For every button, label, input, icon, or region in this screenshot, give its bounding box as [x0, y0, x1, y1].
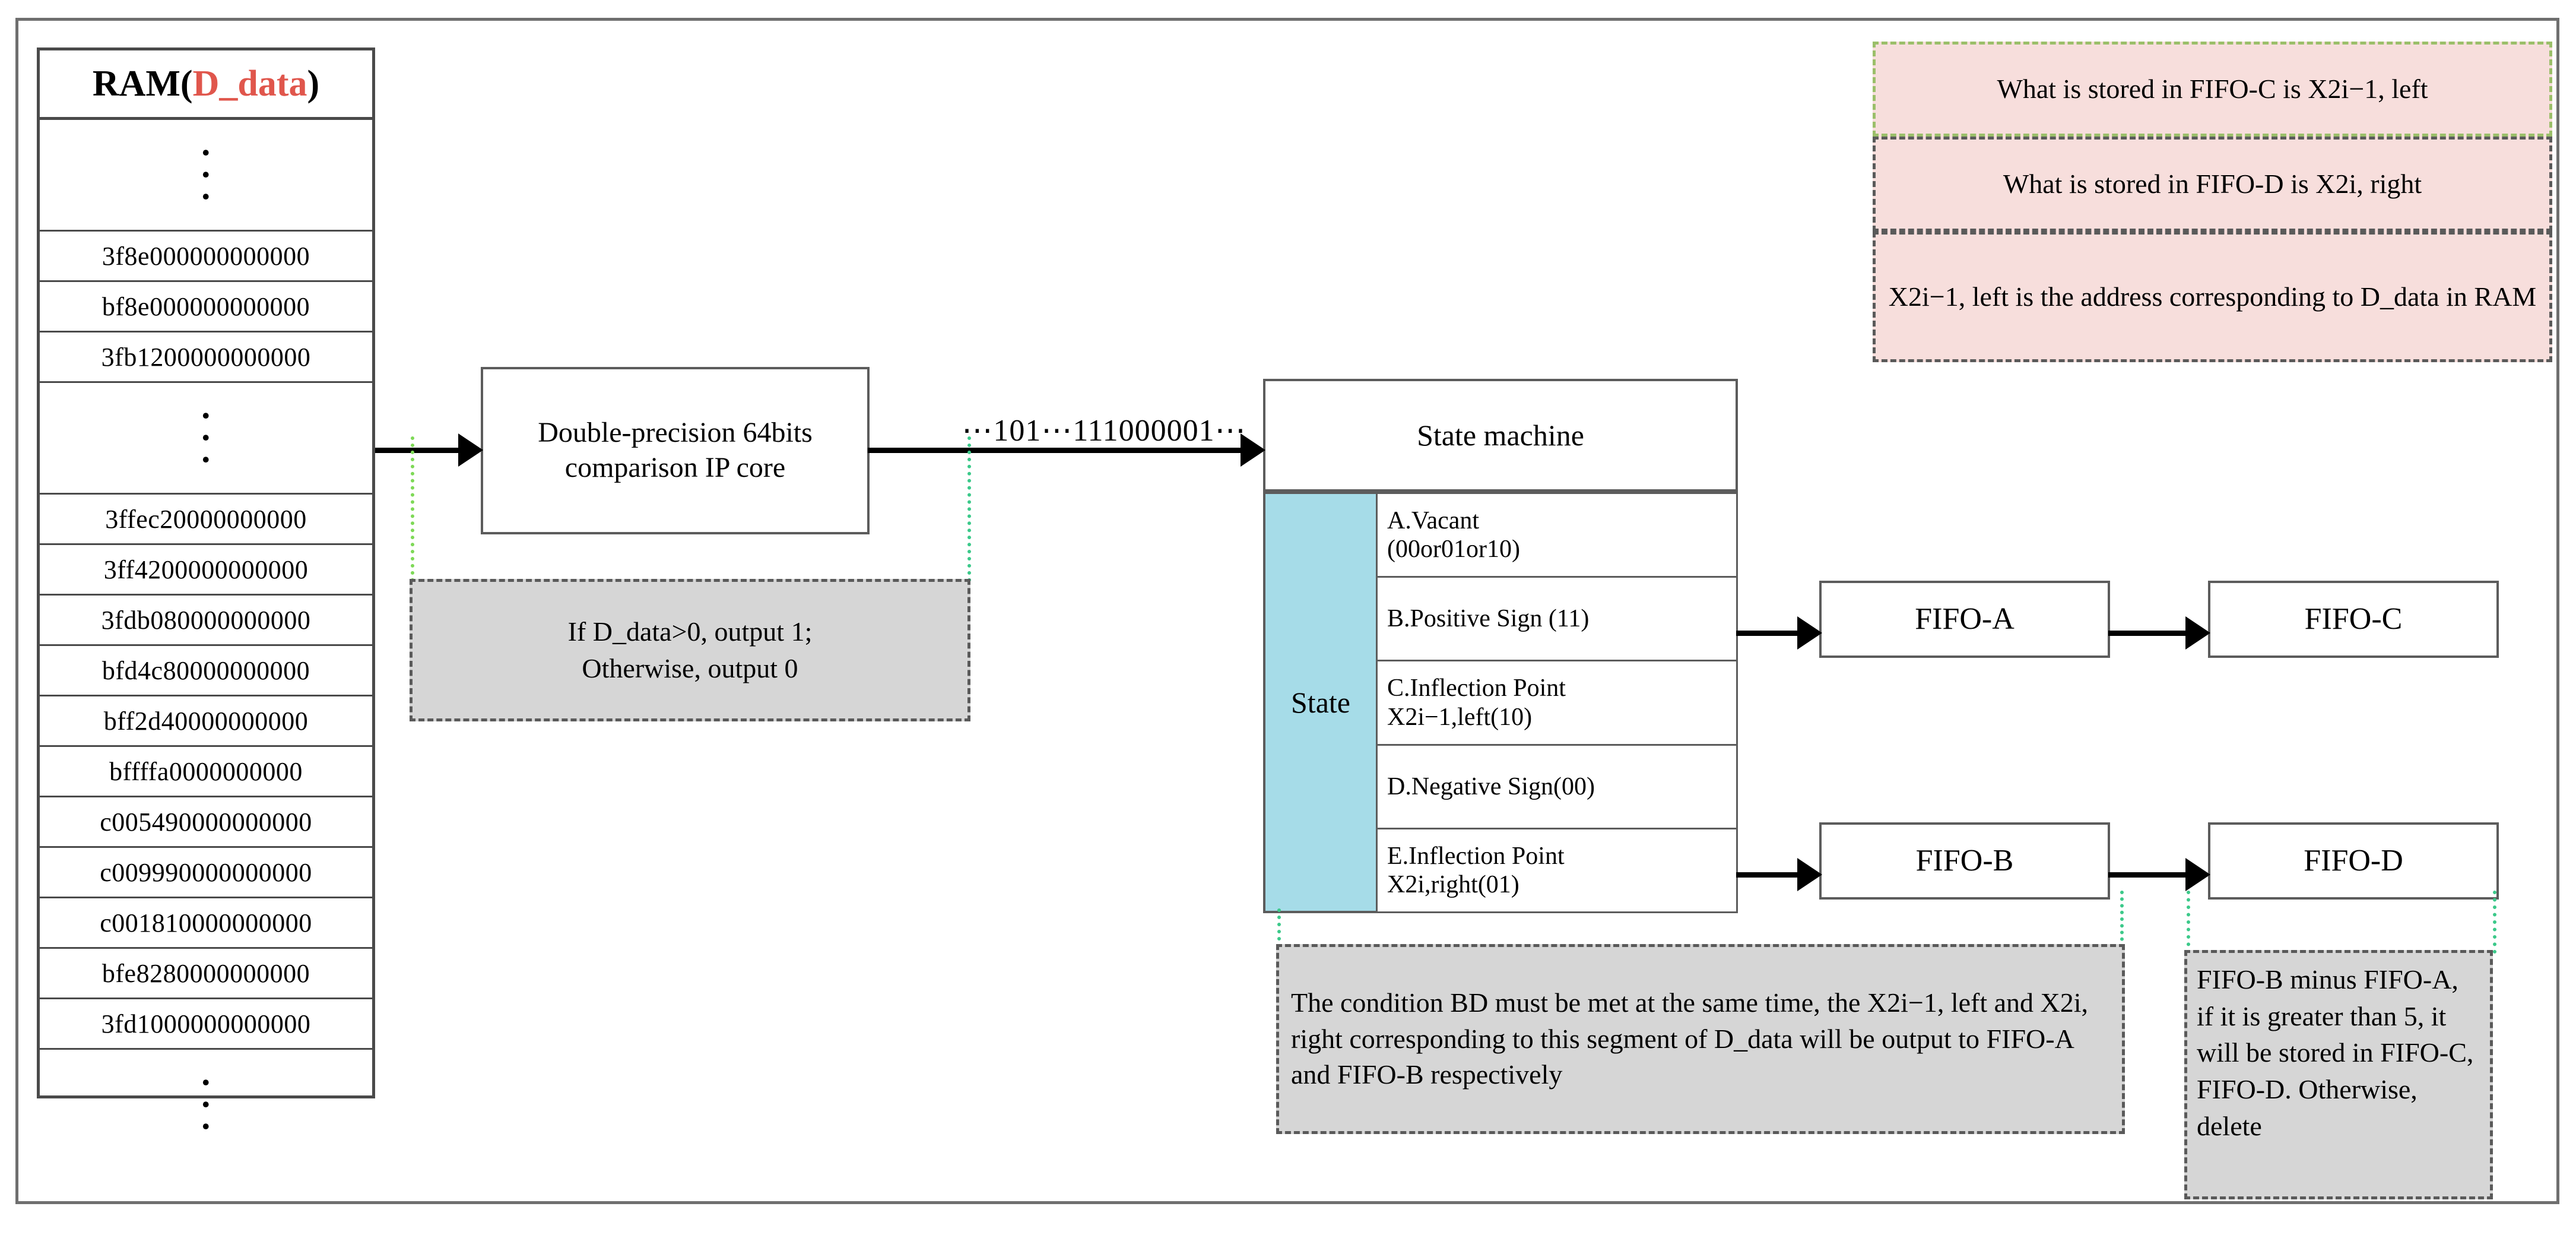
arrow-head-icon	[2185, 616, 2210, 650]
guide-line-ipcore-right	[967, 436, 971, 582]
table-row: 3fd1000000000000	[40, 999, 372, 1050]
note-fifo-cd-rule: FIFO-B minus FIFO-A, if it is greater th…	[2184, 950, 2493, 1199]
table-row: bf8e000000000000	[40, 282, 372, 332]
arrow-head-icon	[1797, 616, 1822, 650]
guide-line-bd-right	[2120, 891, 2124, 948]
guide-line-bd-left	[1277, 908, 1281, 948]
table-row: c001810000000000	[40, 898, 372, 949]
arrow-line	[2108, 872, 2185, 878]
ram-title-suffix: )	[307, 63, 320, 104]
state-row-c-line1: C.Inflection Point	[1387, 674, 1566, 702]
note-ipcore-condition: If D_data>0, output 1; Otherwise, output…	[410, 579, 970, 721]
arrow-head-icon	[458, 433, 483, 467]
fifo-b-box: FIFO-B	[1819, 822, 2110, 900]
vertical-ellipsis-icon: ···	[199, 132, 212, 217]
table-row: 3f8e000000000000	[40, 232, 372, 282]
bitstream-label: ⋯101⋯111000001⋯	[962, 414, 1246, 448]
arrow-fifo-a-to-fifo-c	[2108, 616, 2210, 650]
state-row-e-line2: X2i,right(01)	[1387, 870, 1519, 898]
state-row-e-line1: E.Inflection Point	[1387, 842, 1565, 870]
guide-line-ipcore-left	[411, 436, 414, 582]
arrow-statemachine-to-fifo-b	[1736, 858, 1822, 891]
note-ipcore-line1: If D_data>0, output 1;	[567, 616, 813, 647]
table-row: c005490000000000	[40, 797, 372, 848]
arrow-ram-to-ipcore	[375, 433, 483, 467]
note-condition-bd: The condition BD must be met at the same…	[1276, 944, 2125, 1134]
arrow-line	[1736, 872, 1797, 878]
state-row-c: C.Inflection Point X2i−1,left(10)	[1376, 661, 1738, 746]
table-row: bffffa0000000000	[40, 747, 372, 797]
note-fifo-d-contents: What is stored in FIFO-D is X2i, right	[1873, 137, 2552, 232]
state-row-a-line1: A.Vacant	[1387, 506, 1480, 534]
state-row-b-line1: B.Positive Sign (11)	[1387, 605, 1590, 633]
guide-line-fifocd-right	[2493, 891, 2496, 954]
arrow-line	[1736, 630, 1797, 636]
table-row: 3ffec20000000000	[40, 495, 372, 545]
table-row: bfe8280000000000	[40, 949, 372, 999]
table-row: 3ff4200000000000	[40, 545, 372, 596]
ip-core-label-line2: comparison IP core	[564, 452, 786, 483]
table-row: c009990000000000	[40, 848, 372, 898]
state-rows: A.Vacant (00or01or10) B.Positive Sign (1…	[1376, 492, 1738, 914]
note-fifo-c-contents: What is stored in FIFO-C is X2i−1, left	[1873, 42, 2552, 137]
state-row-a: A.Vacant (00or01or10)	[1376, 492, 1738, 578]
state-machine-block: State machine State A.Vacant (00or01or10…	[1263, 379, 1738, 914]
state-column-label: State	[1263, 492, 1376, 913]
state-row-d-line1: D.Negative Sign(00)	[1387, 772, 1595, 800]
ip-core-label-line1: Double-precision 64bits	[538, 417, 813, 449]
note-ipcore-line2: Otherwise, output 0	[582, 653, 798, 683]
table-row: bfd4c80000000000	[40, 646, 372, 696]
fifo-a-box: FIFO-A	[1819, 581, 2110, 658]
note-x2i-address-meaning: X2i−1, left is the address corresponding…	[1873, 232, 2552, 362]
arrow-line	[868, 447, 1241, 453]
arrow-head-icon	[1797, 858, 1822, 891]
ram-row-ellipsis-bottom: ···	[40, 1050, 372, 1160]
arrow-head-icon	[1241, 433, 1265, 467]
arrow-head-icon	[2185, 858, 2210, 891]
state-row-a-line2: (00or01or10)	[1387, 536, 1520, 563]
table-row: 3fdb080000000000	[40, 596, 372, 646]
arrow-ipcore-to-statemachine	[868, 433, 1265, 467]
state-machine-title: State machine	[1263, 379, 1738, 492]
table-row: 3fb1200000000000	[40, 332, 372, 383]
arrow-statemachine-to-fifo-a	[1736, 616, 1822, 650]
vertical-ellipsis-icon: ···	[199, 1062, 212, 1147]
state-row-b: B.Positive Sign (11)	[1376, 578, 1738, 662]
state-machine-body: State A.Vacant (00or01or10) B.Positive S…	[1263, 492, 1738, 914]
state-row-c-line2: X2i−1,left(10)	[1387, 703, 1533, 731]
ram-row-ellipsis-top: ···	[40, 120, 372, 232]
fifo-d-box: FIFO-D	[2208, 822, 2499, 900]
state-row-d: D.Negative Sign(00)	[1376, 745, 1738, 829]
arrow-fifo-b-to-fifo-d	[2108, 858, 2210, 891]
ram-title-highlight: D_data	[192, 63, 307, 104]
guide-line-fifocd-left	[2187, 891, 2190, 954]
arrow-line	[2108, 630, 2185, 636]
ram-table: RAM(D_data) ··· 3f8e000000000000 bf8e000…	[37, 48, 375, 1144]
ram-table-title: RAM(D_data)	[40, 50, 372, 120]
fifo-c-box: FIFO-C	[2208, 581, 2499, 658]
state-row-e: E.Inflection Point X2i,right(01)	[1376, 829, 1738, 914]
ram-row-ellipsis-mid: ···	[40, 383, 372, 495]
arrow-line	[375, 447, 458, 453]
double-precision-comparison-ip-core-box: Double-precision 64bits comparison IP co…	[481, 367, 870, 534]
table-row: bff2d40000000000	[40, 696, 372, 747]
vertical-ellipsis-icon: ···	[199, 395, 212, 480]
ram-title-prefix: RAM(	[92, 63, 193, 104]
